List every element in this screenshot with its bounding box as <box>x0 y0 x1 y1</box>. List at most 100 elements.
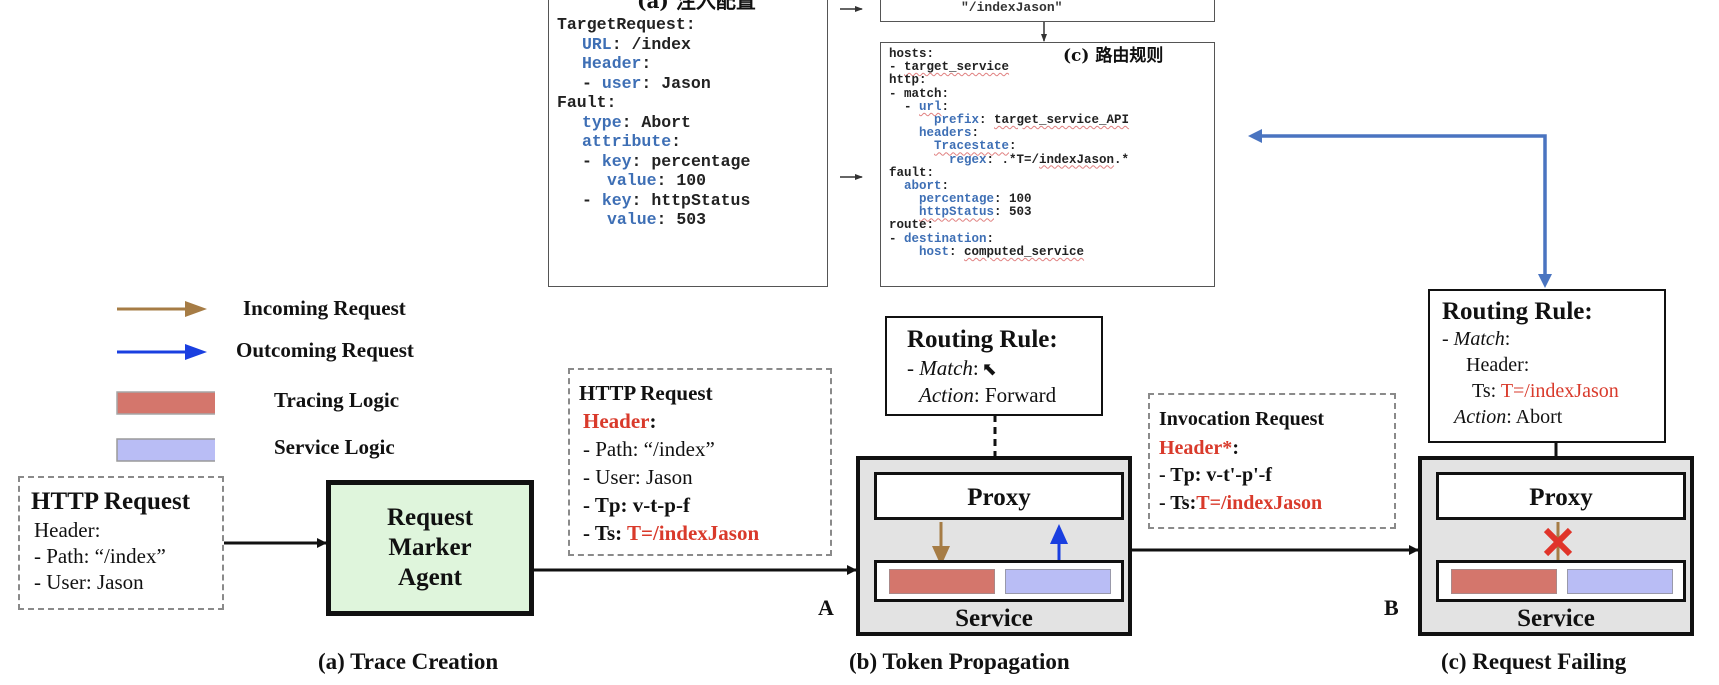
fault-config-line: - key: percentage <box>557 152 750 172</box>
fault-config-line: Fault: <box>557 93 750 113</box>
action-label: Action <box>919 383 974 407</box>
routing-yaml-token: : <box>941 178 950 193</box>
fault-config-token: URL <box>582 34 612 54</box>
routing-yaml-token: - <box>904 99 920 114</box>
service-c-label: Service <box>1517 605 1595 632</box>
routing-rule-forward-action: Action: Forward <box>919 385 1056 406</box>
invocation-request-ts: - Ts:T=/indexJason <box>1159 493 1322 513</box>
routing-yaml-token: httpStatus <box>919 205 995 220</box>
fault-config-line: Header: <box>557 54 750 74</box>
routing-rule-forward-match: - Match:⬉ <box>907 358 997 379</box>
http-request-original-header: Header: <box>34 518 101 542</box>
incoming-request-arrowhead <box>185 301 207 317</box>
ts-value: T=/indexJason <box>626 521 760 545</box>
routing-yaml-token: url <box>919 99 942 114</box>
service-logic-c <box>1567 569 1673 594</box>
routing-yaml-token: - <box>889 231 905 246</box>
agent-label-line-3: Agent <box>398 564 462 591</box>
ts-value: T=/indexJason <box>1500 380 1619 402</box>
fault-config-token: - <box>582 73 602 93</box>
routing-yaml-line: route: <box>889 219 1129 232</box>
fault-config-token: value <box>607 171 657 190</box>
header-colon: : <box>1232 437 1239 459</box>
routing-yaml-line: Tracestate: <box>889 140 1129 153</box>
routing-yaml-token: computed_service <box>964 244 1085 259</box>
routing-yaml-token: : .*T=/ <box>986 152 1040 167</box>
fault-config-token: key <box>601 190 632 210</box>
outcoming-request-arrowhead <box>185 344 207 360</box>
routing-yaml-line: prefix: target_service_API <box>889 112 1129 127</box>
fault-config-token: : 100 <box>656 171 707 190</box>
service-logic-b <box>1005 569 1111 594</box>
routing-yaml-token: : 503 <box>994 205 1032 220</box>
tracing-logic-c <box>1451 569 1557 594</box>
fault-config-line: type: Abort <box>557 113 750 133</box>
fault-config-title: (a) 注入配置 <box>637 0 756 13</box>
point-b-label: B <box>1384 595 1399 620</box>
caption-request-failing: (c) Request Failing <box>1441 649 1627 674</box>
legend-outcoming-label: Outcoming Request <box>236 338 414 362</box>
legend-tracing-label: Tracing Logic <box>274 388 400 412</box>
proxy-b-label: Proxy <box>967 484 1031 511</box>
routing-yaml-token: - match: <box>889 86 950 101</box>
fault-config-token: : <box>671 132 682 151</box>
proxy-b: Proxy <box>874 472 1124 520</box>
match-colon: : <box>972 356 979 380</box>
http-request-original-user: - User: Jason <box>34 570 144 594</box>
trace-token-value: "/indexJason" <box>961 0 1063 15</box>
http-request-tagged: HTTP Request Header: - Path: “/index” - … <box>568 368 832 556</box>
http-request-tagged-path: - Path: “/index” <box>583 437 715 461</box>
routing-yaml-token: : <box>971 126 980 141</box>
fault-config-line: - key: httpStatus <box>557 191 750 211</box>
service-b <box>874 560 1124 602</box>
routing-yaml-line: http: <box>889 74 1129 87</box>
routing-rule-abort-ts: Ts: T=/indexJason <box>1472 381 1619 401</box>
routing-yaml-line: - url: <box>889 99 1129 114</box>
routing-yaml-token: : <box>949 244 965 259</box>
routing-yaml-token: : 100 <box>994 192 1032 207</box>
fault-config-line: - user: Jason <box>557 74 750 94</box>
fault-config-token: : httpStatus <box>631 190 751 210</box>
fault-config-token: - <box>582 151 602 171</box>
routing-yaml-token: : <box>1009 139 1017 154</box>
routing-yaml-token: : <box>986 231 995 246</box>
rule-elbow-arrowhead-left <box>1248 129 1262 143</box>
routing-rule-abort-header: Header: <box>1466 354 1530 376</box>
incoming-arrowhead-b <box>932 546 950 566</box>
ts-value: T=/indexJason <box>1196 492 1323 514</box>
fault-config-token: attribute <box>582 132 672 151</box>
invocation-request-title: Invocation Request <box>1159 408 1325 430</box>
http-request-original-path: - Path: “/index” <box>34 544 166 568</box>
action-value: : Forward <box>973 383 1057 407</box>
service-c <box>1436 560 1686 602</box>
routing-yaml-token: fault: <box>889 165 935 180</box>
routing-yaml-token: .* <box>1114 152 1130 167</box>
fault-config-token: : <box>641 54 652 73</box>
routing-yaml-token: host <box>919 244 950 259</box>
caption-token-propagation: (b) Token Propagation <box>849 649 1070 674</box>
routing-yaml-line: hosts: <box>889 47 1129 61</box>
fault-config-token: user <box>601 73 642 93</box>
fault-config-token: - <box>582 190 602 210</box>
ts-label: - Ts: <box>583 521 627 545</box>
http-request-tagged-title: HTTP Request <box>579 381 713 405</box>
action-value: : Abort <box>1506 406 1563 428</box>
fault-config-token: : Jason <box>641 73 711 93</box>
http-request-tagged-ts: - Ts: T=/indexJason <box>583 523 759 544</box>
routing-yaml-token: : <box>941 99 950 114</box>
legend: Incoming Request Outcoming Request Traci… <box>115 292 455 467</box>
routing-yaml-token: abort <box>904 178 942 193</box>
routing-yaml-token: target_service <box>904 60 1010 75</box>
routing-rule-abort-match: - Match: <box>1442 329 1510 349</box>
legend-incoming-label: Incoming Request <box>243 296 406 320</box>
fault-config-token: Header <box>582 54 642 73</box>
routing-yaml-token: http: <box>889 73 927 88</box>
match-label: Match <box>1453 328 1505 350</box>
routing-yaml-token: prefix <box>934 112 980 127</box>
fault-config-line: TargetRequest: <box>557 15 750 35</box>
proxy-c: Proxy <box>1436 472 1686 520</box>
fault-config-line: URL: /index <box>557 35 750 55</box>
match-label: Match <box>919 356 973 380</box>
